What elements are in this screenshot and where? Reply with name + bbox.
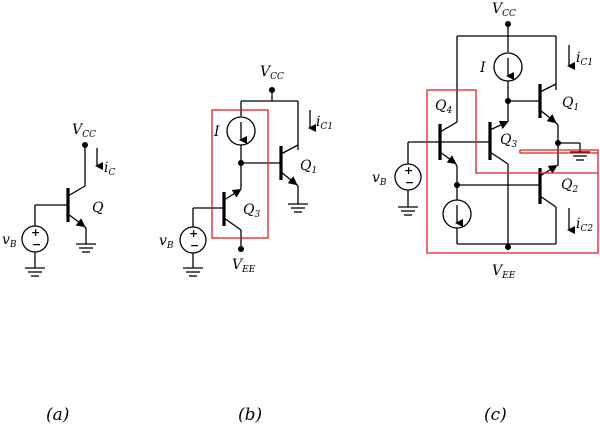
current-label-b: iC1 <box>316 114 333 132</box>
ground-icon <box>76 243 96 253</box>
supply-label-b: VCC <box>260 64 284 82</box>
source-label-c: vB <box>372 170 387 188</box>
current-source-c <box>493 52 523 82</box>
source-label-b: vB <box>159 233 174 251</box>
current-bottom-label-c: iC2 <box>576 216 593 234</box>
transistor-q1-b <box>279 144 299 187</box>
current-source-label-b: I <box>213 124 220 140</box>
current-top-label-c: iC1 <box>576 50 593 68</box>
ground-icon <box>25 267 45 277</box>
current-source-label-c: I <box>479 60 486 76</box>
q3-label-c: Q3 <box>500 132 517 150</box>
q4-label-c: Q4 <box>435 98 452 116</box>
transistor-label-a: Q <box>92 200 104 216</box>
transistor-q3-b <box>222 175 242 231</box>
neg-supply-label-c: VEE <box>492 263 516 281</box>
ground-icon <box>288 203 308 213</box>
transistor-q1-c <box>538 83 559 126</box>
highlight-box-c <box>426 89 599 254</box>
lower-current-source-c <box>442 199 472 229</box>
ground-icon <box>398 206 418 216</box>
current-source-b <box>226 116 256 146</box>
svg-text:−: − <box>32 238 41 251</box>
q1-label-b: Q1 <box>300 158 317 176</box>
supply-label-a: VCC <box>72 122 96 140</box>
svg-text:−: − <box>405 176 414 189</box>
caption-a: (a) <box>46 405 69 425</box>
vee-node-c <box>505 244 511 250</box>
q1-label-c: Q1 <box>562 95 579 113</box>
transistor-q3-c <box>488 120 509 165</box>
svg-text:+: + <box>189 227 198 240</box>
svg-text:+: + <box>404 164 413 177</box>
transistor-q4-c <box>438 121 458 167</box>
q2-label-c: Q2 <box>561 177 578 195</box>
source-label-a: vB <box>2 232 17 250</box>
supply-label-c: VCC <box>492 1 516 19</box>
ground-icon <box>183 267 203 277</box>
neg-supply-label-b: VEE <box>232 257 256 275</box>
svg-text:−: − <box>190 239 199 252</box>
voltage-source-a: + − <box>21 225 49 253</box>
voltage-source-b: + − <box>179 226 207 254</box>
voltage-source-c: + − <box>394 163 422 191</box>
circuit-c: VCC I iC1 Q1 <box>372 1 599 425</box>
current-label-a: iC <box>104 160 115 178</box>
transistor-q2-c <box>538 164 558 208</box>
svg-text:+: + <box>31 226 40 239</box>
caption-c: (c) <box>484 405 507 425</box>
circuit-a: VCC iC Q + − vB <box>2 122 115 425</box>
caption-b: (b) <box>238 405 262 425</box>
highlight-box-b <box>211 109 269 239</box>
circuit-b: VCC I iC1 Q1 <box>159 64 333 425</box>
transistor-q-a <box>66 172 87 229</box>
vee-node-b <box>238 246 244 252</box>
ground-icon <box>570 151 590 161</box>
q3-label-b: Q3 <box>243 202 260 220</box>
